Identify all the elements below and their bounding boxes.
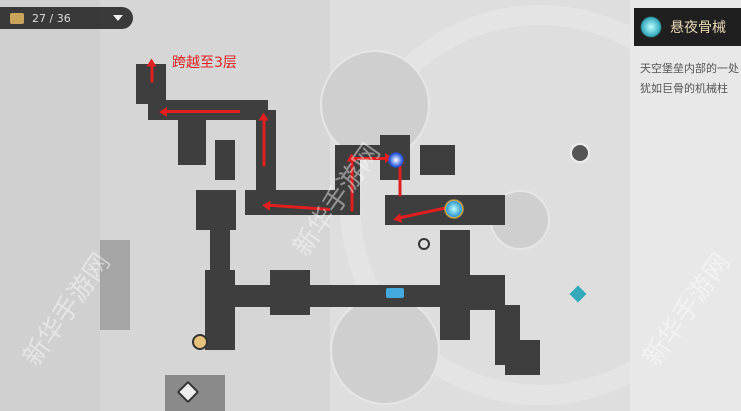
space-anchor-icon[interactable] [570,143,590,163]
map-room [480,195,505,225]
map-room [230,285,450,307]
treasure-chest-icon [10,12,24,24]
teleport-anchor-icon[interactable] [388,152,404,168]
chevron-down-icon [113,15,123,21]
waypoint-icon[interactable] [418,238,430,250]
round-platform [320,50,430,160]
route-arrow [165,110,240,113]
map-room [420,145,455,175]
target-location-icon[interactable] [444,199,464,219]
description-line: 犹如巨骨的机械柱 [640,82,728,95]
map-room [196,190,236,230]
chest-counter-dropdown[interactable]: 27 / 36 [0,7,133,29]
route-arrow [262,118,266,167]
map-room [270,270,310,315]
round-platform [330,295,440,405]
chest-count: 27 / 36 [32,11,71,25]
map-room [210,225,230,275]
watermark: 新华手游网 [637,248,737,372]
map-area[interactable]: 跨越至3层 新华手游网 新华手游网 [0,0,630,411]
merchant-icon[interactable] [192,334,208,350]
map-room [470,275,505,310]
route-annotation: 跨越至3层 [172,55,237,71]
map-room [256,110,276,200]
map-room [100,240,130,330]
map-room [215,140,235,180]
player-position-icon [386,288,404,298]
info-panel: 悬夜骨械 天空堡垒内部的一处 犹如巨骨的机械柱 新华手游网 [630,0,741,411]
route-arrow [150,64,154,83]
location-icon [640,16,662,38]
description-line: 天空堡垒内部的一处 [640,62,739,75]
location-title-bar: 悬夜骨械 [634,8,741,46]
map-room [440,230,470,340]
map-room [505,340,540,375]
map-room [205,270,235,350]
map-terrain [0,0,100,411]
location-title: 悬夜骨械 [670,20,726,36]
